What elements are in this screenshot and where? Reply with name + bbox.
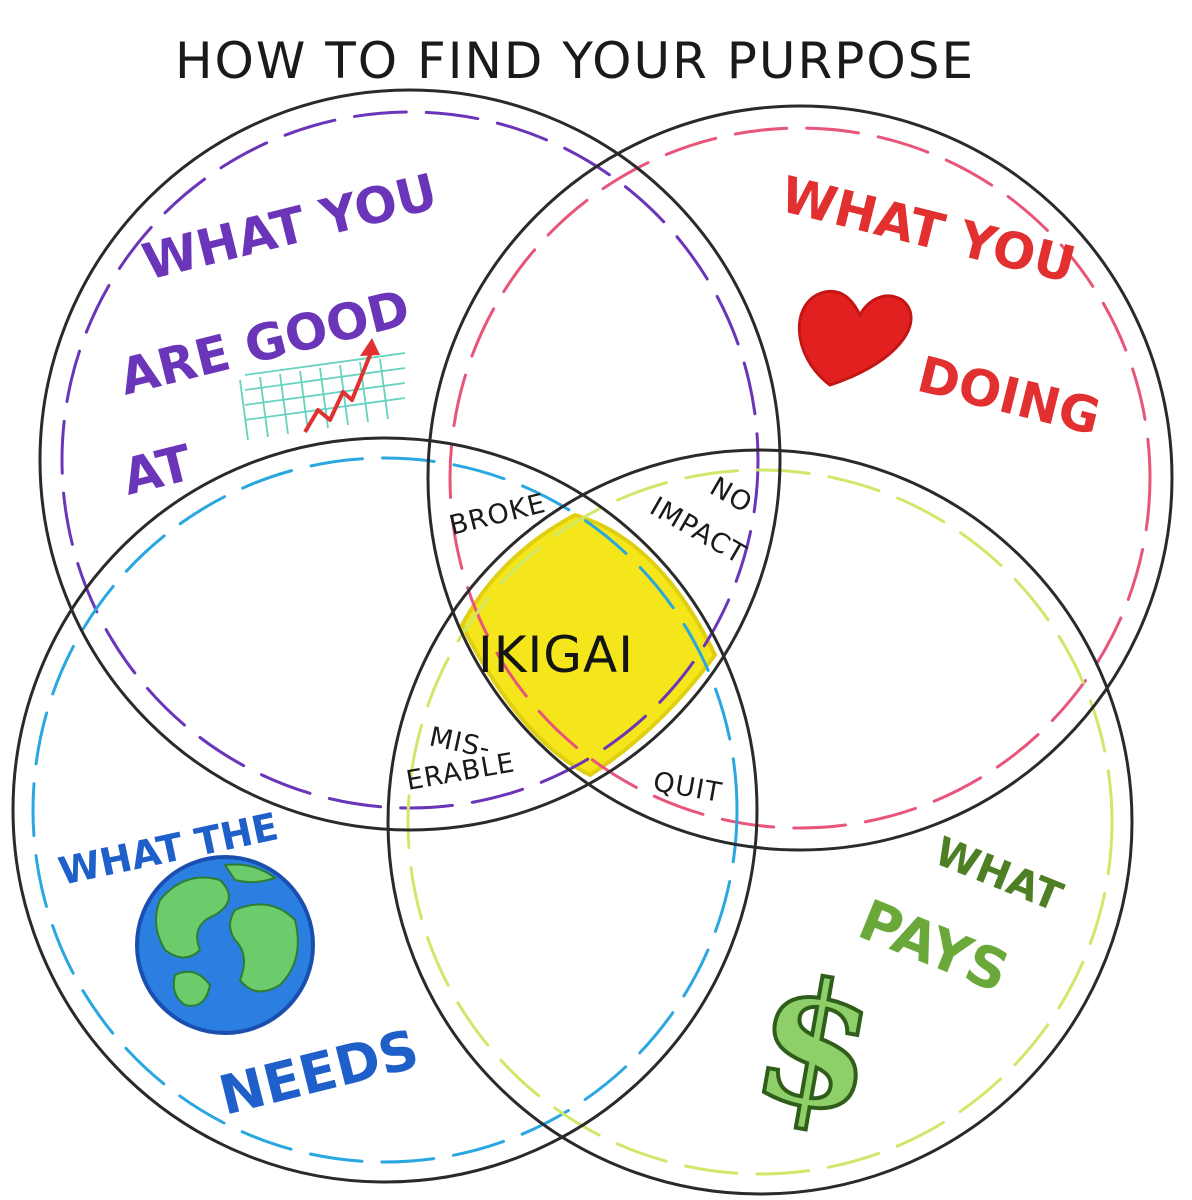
globe-icon xyxy=(135,855,315,1035)
no-impact-line-1: NO xyxy=(705,471,758,520)
no-impact-label: NO IMPACT xyxy=(645,471,758,570)
world-needs-dashed-ring xyxy=(31,456,739,1164)
love-circle xyxy=(426,104,1174,852)
broke-label: BROKE xyxy=(446,488,549,542)
love-line-2: DOING xyxy=(912,345,1106,446)
pays-line-1: WHAT xyxy=(928,829,1069,922)
pays-circle xyxy=(386,448,1134,1196)
good-at-line-1: WHAT YOU xyxy=(137,163,443,292)
ikigai-label: IKIGAI xyxy=(478,626,634,684)
quit-label: QUIT xyxy=(651,766,725,809)
love-dashed-ring xyxy=(448,126,1152,830)
good-at-dashed-ring xyxy=(60,110,760,810)
world-needs-line-2: NEEDS xyxy=(213,1017,425,1127)
good-at-circle xyxy=(38,88,782,832)
dollar-sign-icon: $ xyxy=(738,935,893,1157)
svg-text:$: $ xyxy=(740,937,891,1155)
world-needs-circle xyxy=(11,436,759,1184)
pays-dashed-ring xyxy=(406,468,1114,1176)
page-title: HOW TO FIND YOUR PURPOSE xyxy=(175,32,975,90)
rising-chart-icon xyxy=(239,338,406,441)
heart-icon xyxy=(797,289,913,387)
love-line-1: WHAT YOU xyxy=(775,165,1081,294)
